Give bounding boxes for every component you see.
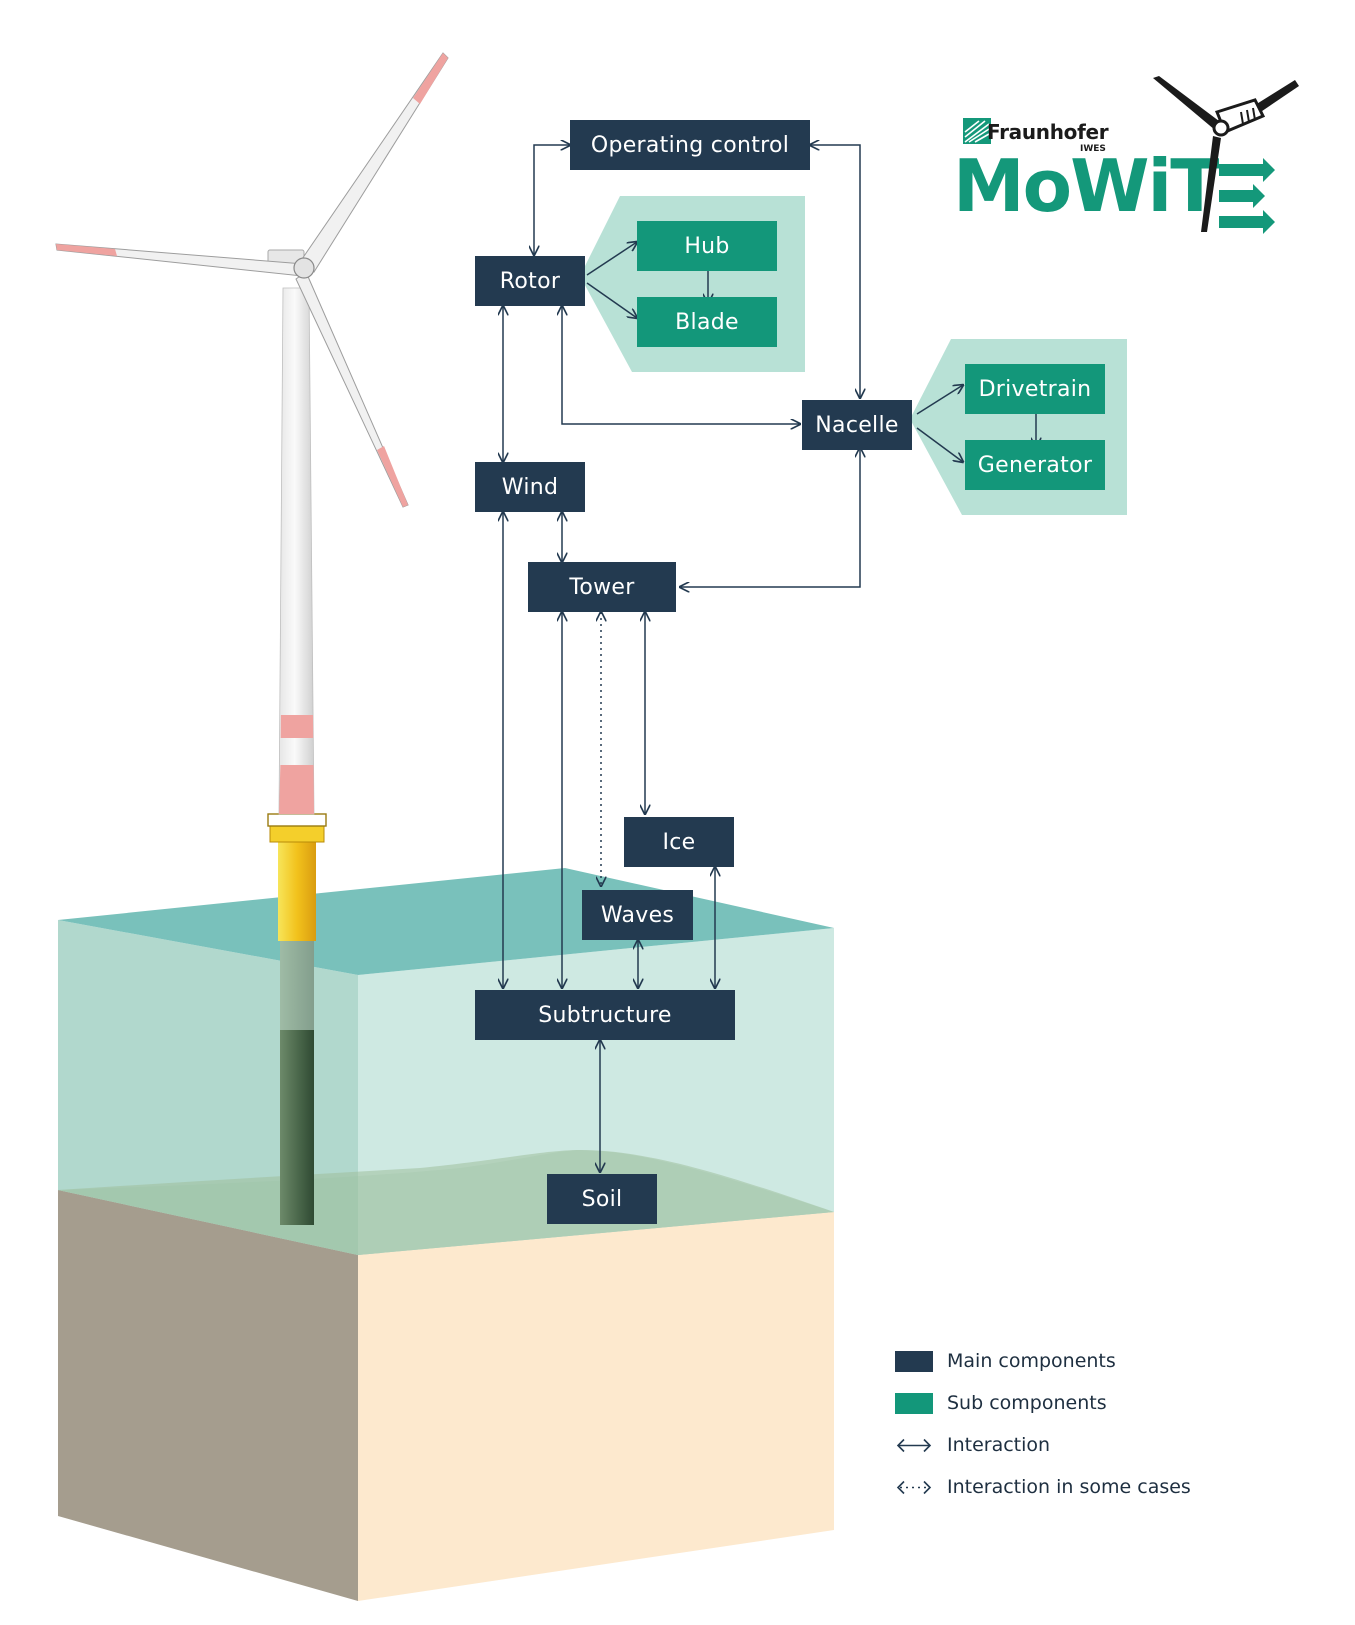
blade-left-tip [56,244,117,256]
node-waves: Waves [582,890,693,940]
node-substructure: Subtructure [475,990,735,1040]
node-operating-control: Operating control [570,120,810,170]
node-drivetrain: Drivetrain [965,364,1105,414]
legend-item-main: Main components [895,1340,1191,1382]
legend-label: Main components [947,1350,1116,1372]
interaction-arrows [503,145,1036,1172]
legend-swatch-main [895,1350,933,1372]
legend-label: Sub components [947,1392,1107,1414]
mowit-logo: Fraunhofer IWES MoWiT [953,72,1315,242]
legend: Main components Sub components Interacti… [895,1340,1191,1508]
node-blade: Blade [637,297,777,347]
platform-rail [267,813,327,827]
fraunhofer-wordmark: Fraunhofer [987,120,1109,144]
node-wind: Wind [475,462,585,512]
ground-front-face [358,1212,834,1601]
tower-band-upper [280,715,314,738]
double-arrow-icon [896,1438,932,1452]
blade-down-tip [377,446,408,507]
legend-label: Interaction [947,1434,1051,1456]
rotor-hub [293,257,315,279]
mowit-wordmark: MoWiT [953,144,1219,228]
fraunhofer-institute: IWES [1080,144,1106,154]
legend-label: Interaction in some cases [947,1476,1191,1498]
tower-band-lower [279,765,314,814]
legend-swatch-sub [895,1392,933,1414]
node-nacelle: Nacelle [802,400,912,450]
node-rotor: Rotor [475,256,585,306]
node-ice: Ice [624,817,734,867]
blade-up-tip [413,53,448,104]
node-generator: Generator [965,440,1105,490]
fraunhofer-mark-icon [963,118,991,144]
monopile-fade [280,940,314,1030]
service-platform [269,825,325,843]
node-tower: Tower [528,562,676,612]
legend-item-interaction-some: Interaction in some cases [895,1466,1191,1508]
legend-item-sub: Sub components [895,1382,1191,1424]
ground-side-face [58,1190,358,1601]
legend-item-interaction: Interaction [895,1424,1191,1466]
wind-turbine-logo-icon [1153,76,1299,234]
node-soil: Soil [547,1174,657,1224]
dotted-double-arrow-icon [896,1480,932,1494]
transition-piece [278,838,316,941]
node-hub: Hub [637,221,777,271]
